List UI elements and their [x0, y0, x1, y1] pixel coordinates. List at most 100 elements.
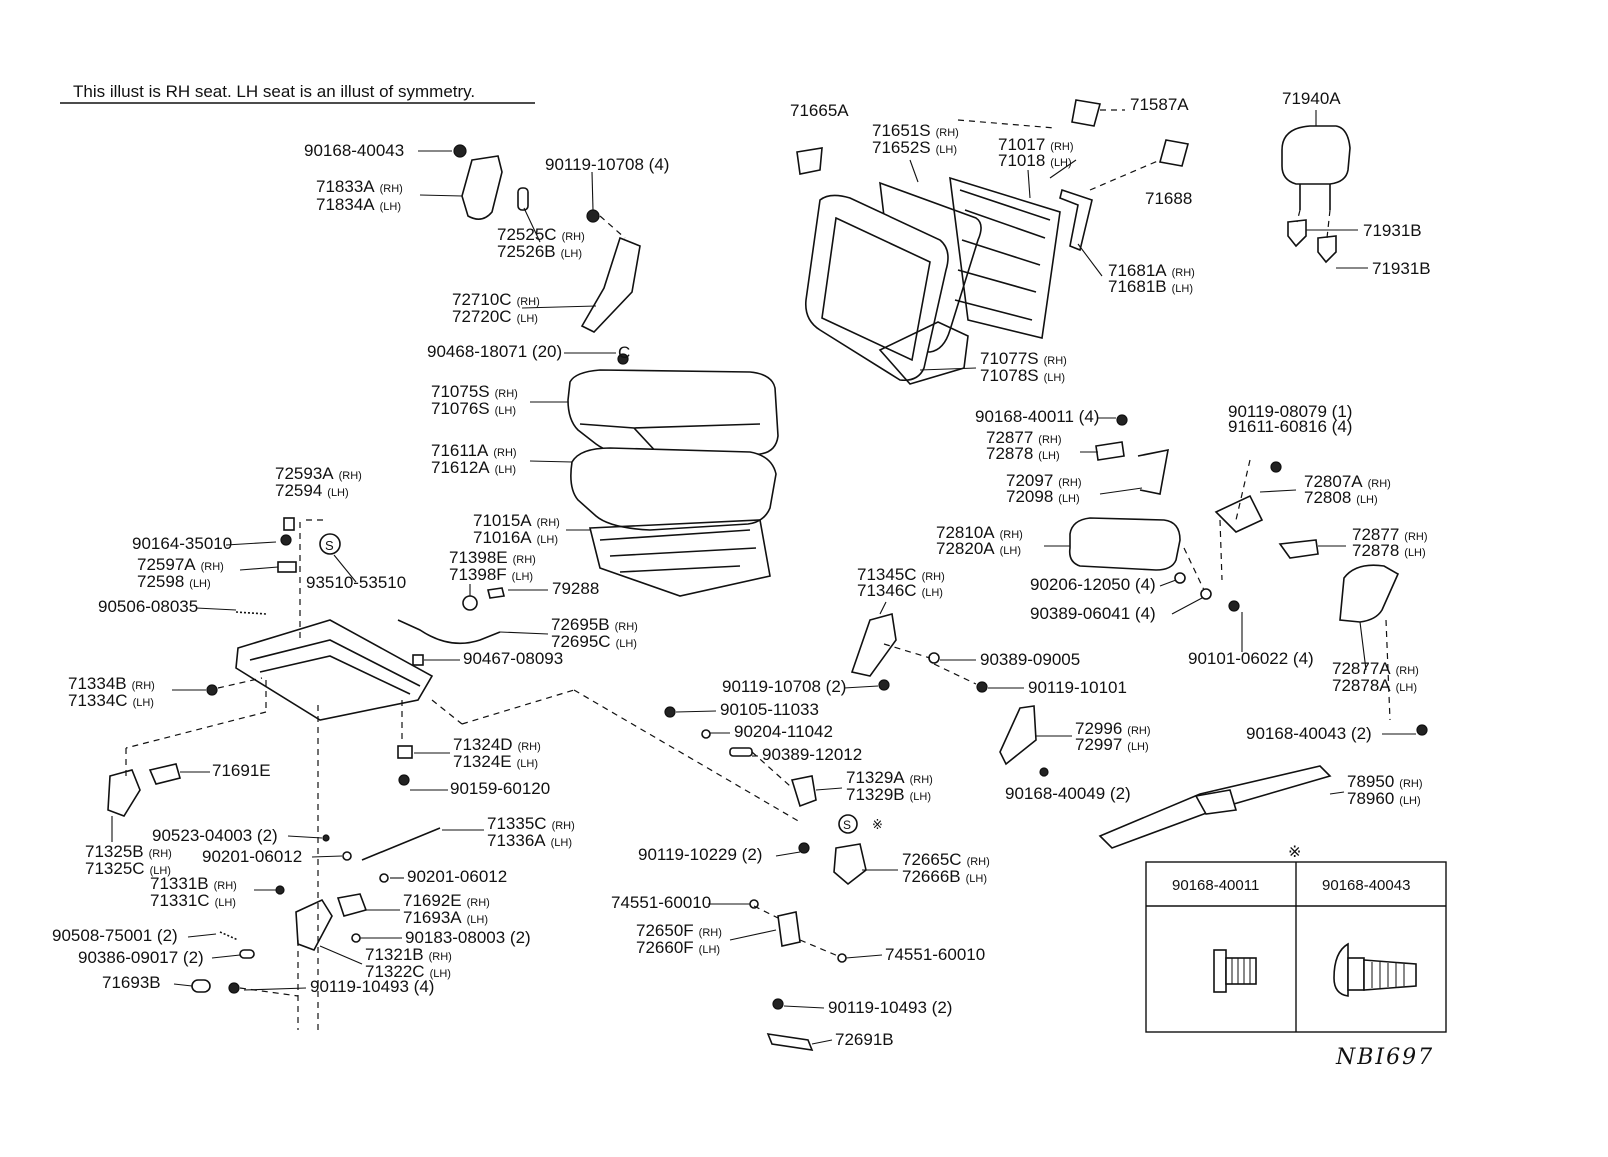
- bracket-71691e-icon: [148, 763, 181, 785]
- bushing-icon-3: [1174, 572, 1186, 584]
- part-number-label: 71693B: [102, 973, 161, 992]
- part-number-label: 90119-10708 (4): [545, 155, 669, 174]
- part-number-label: 71077S(RH): [980, 349, 1067, 368]
- cap-icon: [517, 187, 529, 211]
- bushing-icon-4: [1200, 588, 1212, 600]
- part-number-label: 90168-40049 (2): [1005, 784, 1131, 803]
- part-number-label: 71652S(LH): [872, 138, 957, 157]
- bolt-icon-13: [1116, 414, 1128, 426]
- belt-parts: [999, 705, 1332, 849]
- part-number-label: 72877(RH): [986, 428, 1062, 447]
- hinge-71345-icon: [850, 612, 897, 677]
- part-number-label: 90386-09017 (2): [78, 948, 204, 967]
- part-number-label: 90389-09005: [980, 650, 1080, 669]
- belt-buckle-icon: [1194, 789, 1238, 815]
- bolt-icon-14: [1228, 600, 1240, 612]
- bolt-table: ※ 90168-40011 90168-40043: [1145, 844, 1447, 1033]
- part-number-label: 71329B(LH): [846, 785, 931, 804]
- bolt-icon-12: [772, 998, 784, 1010]
- part-number-label: 71331B(RH): [150, 874, 237, 893]
- bolt-icon-9: [976, 681, 988, 693]
- part-number-label: 72810A(RH): [936, 523, 1023, 542]
- cap-74551-icon-2: [837, 953, 847, 963]
- part-number-label: 90119-10493 (2): [828, 998, 952, 1017]
- part-number-label: 71940A: [1282, 89, 1341, 108]
- spring-icon-2: [219, 931, 239, 941]
- part-number-label: 72695B(RH): [551, 615, 638, 634]
- lever-71321-icon: [295, 898, 333, 951]
- washer-icon-3: [701, 729, 711, 739]
- part-labels: 90168-4004371833A(RH)71834A(LH)90119-107…: [52, 89, 1431, 1049]
- part-number-label: 71321B(RH): [365, 945, 452, 964]
- part-number-label: 72660F(LH): [636, 938, 720, 957]
- part-number-label: 71331C(LH): [150, 891, 236, 910]
- part-number-label: 71681B(LH): [1108, 277, 1193, 296]
- part-number-label: 71398E(RH): [449, 548, 536, 567]
- part-number-label: 90164-35010: [132, 534, 232, 553]
- part-number-label: 90159-60120: [450, 779, 550, 798]
- part-number-label: 72666B(LH): [902, 867, 987, 886]
- part-number-label: 71015A(RH): [473, 511, 560, 530]
- seat-cushion-frame: [588, 519, 771, 597]
- part-number-label: 71078S(LH): [980, 366, 1065, 385]
- part-number-label: 71017(RH): [998, 135, 1074, 154]
- seat-cushion-seams: [579, 423, 761, 457]
- part-number-label: 72097(RH): [1006, 471, 1082, 490]
- assembly-lines: [125, 519, 1223, 1030]
- bolt-icon-3: [280, 534, 292, 546]
- seat-cushion-pad: [570, 447, 777, 531]
- bolt-icon-11: [798, 842, 810, 854]
- center-hinge-parts: S ※: [664, 612, 988, 1051]
- cable-parts: [397, 587, 505, 666]
- part-number-label: 71693A(LH): [403, 908, 488, 927]
- seat-back-bottom-pad: [878, 321, 969, 385]
- armrest-parts: [1068, 414, 1428, 736]
- clip-79288-icon: [487, 587, 505, 599]
- part-number-label: 71346C(LH): [857, 581, 943, 600]
- part-number-label: 72695C(LH): [551, 632, 637, 651]
- part-number-label: 72877A(RH): [1332, 659, 1419, 678]
- part-number-label: 71398F(LH): [449, 565, 533, 584]
- headrest-guide-icon: [1287, 219, 1307, 248]
- part-number-label: 72593A(RH): [275, 464, 362, 483]
- part-number-label: 71334B(RH): [68, 674, 155, 693]
- adjuster-knob-icon: [283, 517, 295, 531]
- part-number-label: 71834A(LH): [316, 195, 401, 214]
- part-number-label: 90201-06012: [407, 867, 507, 886]
- bolt-icon-6: [275, 885, 285, 895]
- cover-71324-icon: [397, 745, 413, 759]
- part-number-label: 71075S(RH): [431, 382, 518, 401]
- header-note: This illust is RH seat. LH seat is an il…: [73, 82, 475, 101]
- part-number-label: 90204-11042: [734, 722, 833, 741]
- s-mark-label: S: [325, 538, 334, 553]
- table-header-2: 90168-40043: [1322, 877, 1410, 894]
- cover-72877a-icon: [1339, 564, 1400, 623]
- part-number-label: 71334C(LH): [68, 691, 154, 710]
- bolt-icon-15: [1270, 461, 1282, 473]
- part-number-label: 71325B(RH): [85, 842, 172, 861]
- bracket-72807-icon: [1214, 494, 1264, 533]
- part-number-label: 71016A(LH): [473, 528, 558, 547]
- striker-72650-icon: [777, 911, 801, 947]
- pad-71688-icon: [1158, 139, 1190, 167]
- part-number-label: 90467-08093: [463, 649, 563, 668]
- part-number-label: 72878(LH): [986, 444, 1060, 463]
- part-number-label: 72820A(LH): [936, 539, 1021, 558]
- table-header-1: 90168-40011: [1172, 877, 1259, 894]
- part-number-label: 72808(LH): [1304, 488, 1378, 507]
- latch-72665-icon: [833, 843, 867, 886]
- part-number-label: 90389-06041 (4): [1030, 604, 1156, 623]
- seat-back-frame: [949, 176, 1061, 339]
- link-rod-icon: [361, 827, 441, 861]
- part-number-label: 72996(RH): [1075, 719, 1151, 738]
- s-mark-icon: [319, 533, 341, 555]
- part-number-label: 72877(RH): [1352, 525, 1428, 544]
- part-number-label: 71324D(RH): [453, 735, 541, 754]
- part-number-label: 71329A(RH): [846, 768, 933, 787]
- armrest-72810-icon: [1068, 517, 1181, 571]
- part-number-label: 90389-12012: [762, 745, 862, 764]
- drawing-code: NBI697: [1335, 1045, 1434, 1070]
- seat-track-rails: [249, 639, 421, 695]
- part-number-label: 78950(RH): [1347, 772, 1423, 791]
- part-number-label: 72526B(LH): [497, 242, 582, 261]
